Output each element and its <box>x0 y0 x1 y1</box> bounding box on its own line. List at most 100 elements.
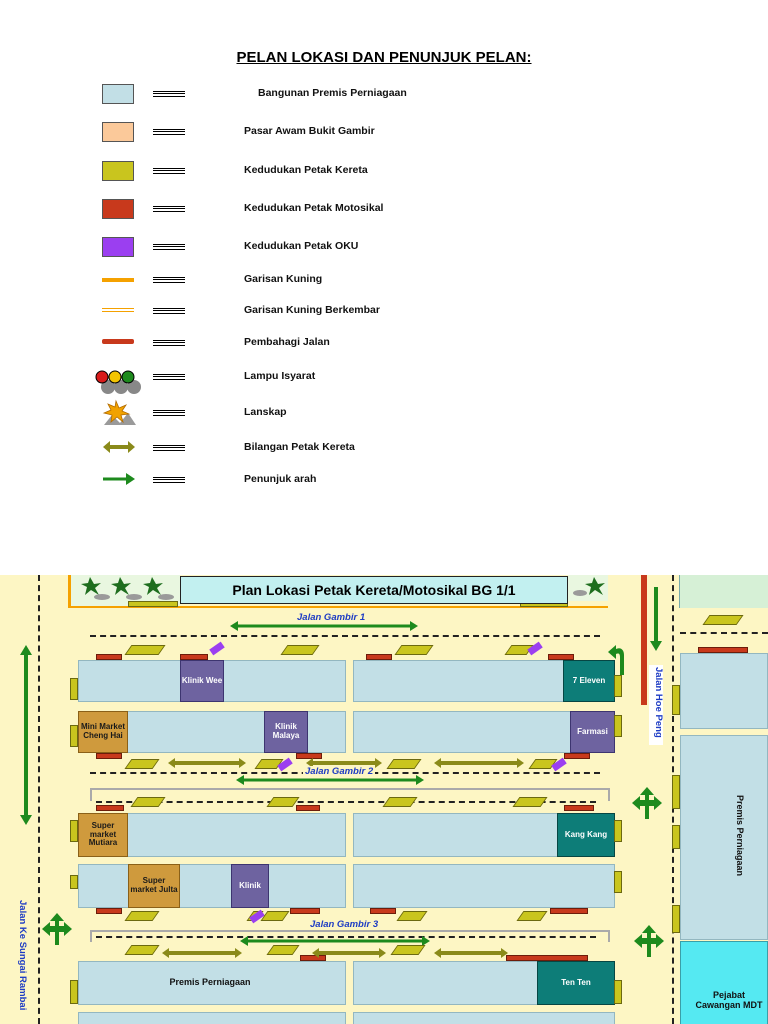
parking-bay <box>260 911 290 921</box>
equals-sign <box>153 244 185 250</box>
parking-bay <box>672 825 680 849</box>
parking-bay <box>516 911 548 921</box>
parking-bay <box>128 601 178 607</box>
down-arrow-icon <box>650 587 662 651</box>
legend-item: Penunjuk arah <box>0 468 768 492</box>
oku-bay <box>209 641 225 656</box>
parking-bay <box>396 911 428 921</box>
parking-bay <box>386 759 422 769</box>
parking-bay <box>70 725 78 747</box>
parking-bay <box>70 875 78 889</box>
legend-label: Kedudukan Petak Kereta <box>244 164 368 176</box>
motorcycle-bay <box>296 753 322 759</box>
shop-klinik: Klinik <box>231 864 269 908</box>
parking-bay <box>614 820 622 842</box>
equals-sign <box>153 340 185 346</box>
premis-perniagaan-label: Premis Perniagaan <box>169 977 251 988</box>
shop-7-eleven: 7 Eleven <box>563 660 615 702</box>
shop-super-julta: Super market Julta <box>128 864 180 908</box>
double-arrow-icon <box>434 758 524 768</box>
parking-bay <box>70 980 78 1004</box>
premis-swatch <box>102 84 134 104</box>
equals-sign <box>153 410 185 416</box>
premis-kanan-label: Premis Perniagaan <box>735 795 745 877</box>
parking-bay <box>70 820 78 842</box>
building-block <box>680 653 768 729</box>
direction-arrow-icon <box>236 775 424 785</box>
legend-title: PELAN LOKASI DAN PENUNJUK PELAN: <box>236 49 532 66</box>
junction-arrow-icon <box>42 913 72 945</box>
road-label-hoe-peng: Jalan Hoe Peng <box>653 667 664 738</box>
parking-map: Plan Lokasi Petak Kereta/Motosikal BG 1/… <box>0 575 768 1024</box>
equals-sign <box>153 308 185 314</box>
parking-bay <box>280 645 320 655</box>
double-arrow-icon <box>162 948 242 958</box>
direction-arrow-icon <box>240 936 430 946</box>
legend-label: Lanskap <box>244 406 287 418</box>
shop-super-mutiara: Super market Mutiara <box>78 813 128 857</box>
parking-bay <box>390 945 426 955</box>
legend-label: Kedudukan Petak Motosikal <box>244 202 384 214</box>
road-centerline <box>96 801 596 803</box>
parking-bay <box>672 905 680 933</box>
pejabat-label: Pejabat Cawangan MDT <box>695 990 763 1010</box>
u-turn-arrow-icon <box>608 645 624 675</box>
parking-bay <box>512 797 548 807</box>
traffic-light-icon <box>95 370 141 394</box>
parking-bay <box>672 775 680 809</box>
double-arrow-icon <box>312 948 386 958</box>
road-label-sungai-rambai: Jalan Ke Sungai Rambai <box>17 900 28 1011</box>
equals-sign <box>153 91 185 97</box>
building-block <box>78 864 346 908</box>
motosikal-swatch <box>102 199 134 219</box>
arrow-icon <box>103 473 135 485</box>
building-block <box>78 961 346 1005</box>
yellow-line <box>68 575 71 607</box>
legend-item: Kedudukan Petak OKU <box>0 235 768 259</box>
parking-bay <box>124 945 160 955</box>
landscape-icon <box>102 399 136 425</box>
motorcycle-bay <box>550 908 588 914</box>
pembahagi-swatch <box>102 339 134 344</box>
parking-bay <box>70 678 78 700</box>
double-arrow-icon <box>434 948 508 958</box>
legend-label: Lampu Isyarat <box>244 370 316 382</box>
shop-klinik-wee: Klinik Wee <box>180 660 224 702</box>
legend-item: Bilangan Petak Kereta <box>0 436 768 460</box>
garisan-kuning-swatch <box>102 278 134 282</box>
shop-farmasi: Farmasi <box>570 711 615 753</box>
junction-arrow-icon <box>634 925 664 957</box>
oku-bay <box>527 641 543 656</box>
parking-bay <box>672 685 680 715</box>
shop-ten-ten: Ten Ten <box>537 961 615 1005</box>
motorcycle-bay <box>180 654 208 660</box>
landscape-strip <box>568 575 608 601</box>
road-label-bg <box>649 665 663 745</box>
legend-label: Pembahagi Jalan <box>244 336 330 348</box>
legend-item: Kedudukan Petak Kereta <box>0 159 768 183</box>
legend-item: Garisan Kuning Berkembar <box>0 299 768 323</box>
legend-label: Bilangan Petak Kereta <box>244 441 355 453</box>
legend-item: Lampu Isyarat <box>0 365 768 394</box>
legend-item: Garisan Kuning <box>0 268 768 292</box>
garisan-berkembar-swatch <box>102 308 134 312</box>
parking-bay <box>394 645 434 655</box>
legend-item: Kedudukan Petak Motosikal <box>0 197 768 221</box>
direction-arrow-icon <box>230 621 418 631</box>
road-divider <box>641 575 647 705</box>
equals-sign <box>153 445 185 451</box>
parking-bay <box>130 797 166 807</box>
legend-label: Kedudukan Petak OKU <box>244 240 359 252</box>
road-centerline <box>90 635 600 637</box>
parking-bay <box>614 980 622 1004</box>
legend-item: Pasar Awam Bukit Gambir <box>0 120 768 144</box>
kereta-swatch <box>102 161 134 181</box>
double-arrow-icon <box>103 441 135 453</box>
building-block <box>353 864 615 908</box>
junction-arrow-icon <box>632 787 662 819</box>
oku-swatch <box>102 237 134 257</box>
landscape-icon <box>573 577 605 596</box>
parking-bay <box>614 715 622 737</box>
parking-bay <box>266 797 300 807</box>
landscape-icon <box>81 577 174 600</box>
